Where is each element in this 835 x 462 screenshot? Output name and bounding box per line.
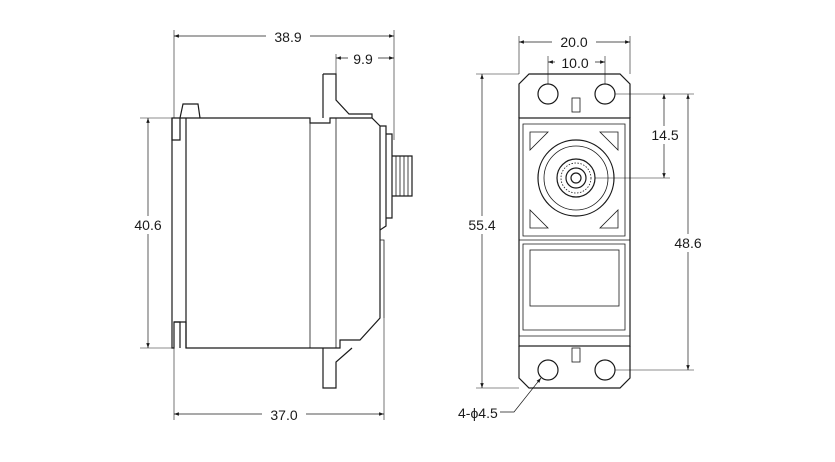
dim-38-9-label: 38.9: [274, 29, 301, 45]
side-output-spline: [392, 155, 413, 197]
side-bezel: [379, 125, 393, 231]
front-view: 20.0 10.0 14.5 55.4 48.6 4-ϕ4.5: [458, 33, 708, 421]
side-top-tab: [179, 103, 201, 119]
dim-9-9-label: 9.9: [353, 51, 373, 67]
front-inner-frame: [519, 123, 630, 337]
dim-14-5-label: 14.5: [651, 127, 678, 143]
dim-20-0-label: 20.0: [560, 34, 587, 50]
front-slot-top: [571, 97, 581, 113]
front-hole-top-right: [594, 83, 616, 105]
side-left-clip-bottom: [174, 321, 181, 348]
dim-55-4-label: 55.4: [468, 217, 495, 233]
front-label-area: [529, 249, 620, 307]
front-corner-tr: [599, 131, 619, 151]
side-ext-lines: [140, 30, 395, 420]
hole-callout-label: 4-ϕ4.5: [458, 405, 498, 421]
front-hole-top-left: [537, 83, 559, 105]
front-top-tab: [518, 73, 631, 118]
front-ext-lines: [476, 36, 694, 389]
side-bezel-line: [380, 239, 385, 318]
front-body: [518, 117, 631, 347]
front-corner-br: [599, 209, 619, 229]
dim-37-0-label: 37.0: [270, 407, 297, 423]
side-body-outline: [171, 117, 381, 349]
side-view: 38.9 9.9 40.6 37.0: [128, 28, 413, 423]
dim-40-6-label: 40.6: [134, 217, 161, 233]
front-hole-bottom-left: [537, 359, 559, 381]
hole-callout-leader: [500, 377, 542, 413]
front-corner-bl: [529, 209, 549, 229]
side-left-clip: [171, 118, 181, 141]
front-corner-tl: [529, 131, 549, 151]
side-flange-top: [322, 73, 373, 118]
front-hole-bottom-right: [594, 359, 616, 381]
dim-10-0-label: 10.0: [561, 55, 588, 71]
front-bottom-tab: [518, 346, 631, 389]
dim-48-6-label: 48.6: [674, 235, 701, 251]
side-flange-bottom: [322, 347, 353, 389]
front-slot-bottom: [571, 347, 581, 363]
